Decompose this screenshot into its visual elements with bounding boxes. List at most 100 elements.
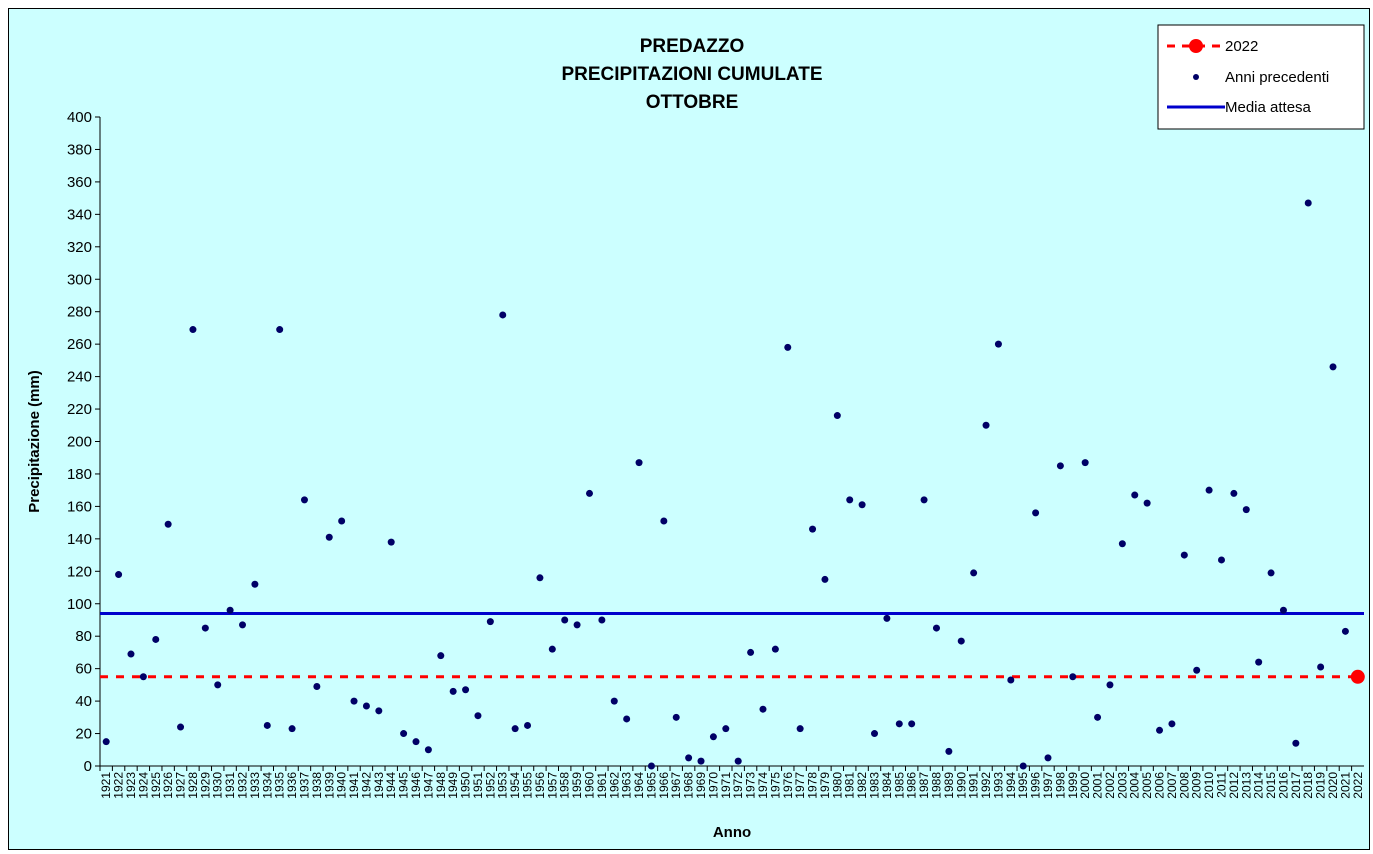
x-tick-label: 1944 [384, 772, 398, 799]
data-point [1242, 506, 1250, 514]
x-tick-label: 1957 [545, 772, 559, 799]
x-tick-label: 2014 [1252, 772, 1266, 799]
data-point [585, 489, 593, 497]
x-tick-label: 1993 [991, 772, 1005, 799]
x-tick-label: 1987 [917, 772, 931, 799]
data-point [1267, 569, 1275, 577]
x-tick-label: 1960 [582, 772, 596, 799]
data-point [970, 569, 978, 577]
x-tick-label: 1930 [211, 772, 225, 799]
data-point [1304, 199, 1312, 207]
data-point [871, 730, 879, 738]
chart-title-line-3: OTTOBRE [646, 92, 739, 113]
x-tick-label: 1926 [161, 772, 175, 799]
y-tick-label: 140 [67, 531, 92, 548]
data-point [350, 697, 358, 705]
data-point [164, 520, 172, 528]
data-point [747, 648, 755, 656]
data-point [1019, 762, 1027, 770]
x-axis-ticks: 1921192219231924192519261927192819291930… [99, 766, 1365, 799]
x-tick-label: 1986 [905, 772, 919, 799]
x-tick-label: 1965 [644, 772, 658, 799]
x-tick-label: 1949 [446, 772, 460, 799]
data-point [883, 614, 891, 622]
data-point [263, 721, 271, 729]
data-point [561, 616, 569, 624]
data-point [982, 421, 990, 429]
x-tick-label: 1921 [99, 772, 113, 799]
x-tick-label: 1927 [174, 772, 188, 799]
data-point [387, 538, 395, 546]
x-tick-label: 1999 [1066, 772, 1080, 799]
x-axis-title: Anno [713, 824, 751, 841]
scatter-chart: PREDAZZO PRECIPITAZIONI CUMULATE OTTOBRE… [26, 24, 1365, 841]
data-point [697, 757, 705, 765]
chart-title-line-1: PREDAZZO [640, 36, 745, 57]
y-tick-label: 40 [75, 693, 92, 710]
x-tick-label: 1923 [124, 772, 138, 799]
data-point [548, 645, 556, 653]
y-tick-label: 320 [67, 239, 92, 256]
data-point [957, 637, 965, 645]
data-point [239, 621, 247, 629]
x-tick-label: 2018 [1301, 772, 1315, 799]
data-point [189, 326, 197, 334]
y-axis-title: Precipitazione (mm) [26, 370, 43, 513]
data-point [1094, 713, 1102, 721]
data-point [1341, 627, 1349, 635]
x-tick-label: 1928 [186, 772, 200, 799]
x-tick-label: 1937 [297, 772, 311, 799]
data-point [437, 652, 445, 660]
x-tick-label: 1972 [731, 772, 745, 799]
x-tick-label: 1943 [372, 772, 386, 799]
x-tick-label: 1979 [818, 772, 832, 799]
x-tick-label: 2009 [1190, 772, 1204, 799]
data-point [115, 571, 123, 579]
point-2022 [1350, 669, 1365, 684]
y-tick-label: 340 [67, 206, 92, 223]
x-tick-label: 1981 [843, 772, 857, 799]
data-point [994, 340, 1002, 348]
x-tick-label: 1968 [682, 772, 696, 799]
x-tick-label: 2020 [1326, 772, 1340, 799]
data-point [722, 725, 730, 733]
x-tick-label: 1929 [198, 772, 212, 799]
data-point [635, 459, 643, 467]
data-point [362, 702, 370, 710]
y-tick-label: 0 [84, 758, 92, 775]
x-tick-label: 1998 [1053, 772, 1067, 799]
x-tick-label: 1976 [781, 772, 795, 799]
x-tick-label: 1938 [310, 772, 324, 799]
data-point [1143, 499, 1151, 507]
data-point [338, 517, 346, 525]
data-point [672, 713, 680, 721]
x-tick-label: 1941 [347, 772, 361, 799]
x-tick-label: 2011 [1214, 772, 1228, 798]
x-tick-label: 2012 [1227, 772, 1241, 799]
data-point [1255, 658, 1263, 666]
y-tick-label: 80 [75, 628, 92, 645]
x-tick-label: 1958 [558, 772, 572, 799]
y-tick-label: 180 [67, 466, 92, 483]
x-tick-label: 1978 [806, 772, 820, 799]
x-tick-label: 2008 [1177, 772, 1191, 799]
data-point [300, 496, 308, 504]
data-point [511, 725, 519, 733]
data-point [573, 621, 581, 629]
data-point [226, 606, 234, 614]
legend-previous-marker [1193, 74, 1199, 80]
x-tick-label: 1924 [136, 772, 150, 799]
x-tick-label: 1934 [260, 772, 274, 799]
x-tick-label: 2005 [1140, 772, 1154, 799]
data-point [759, 705, 767, 713]
x-tick-label: 1956 [533, 772, 547, 799]
data-point [139, 673, 147, 681]
data-point [833, 412, 841, 420]
data-point [709, 733, 717, 741]
data-point [474, 712, 482, 720]
x-tick-label: 2022 [1351, 772, 1365, 799]
data-point [1317, 663, 1325, 671]
x-tick-label: 1971 [719, 772, 733, 799]
data-point [932, 624, 940, 632]
data-point [400, 730, 408, 738]
